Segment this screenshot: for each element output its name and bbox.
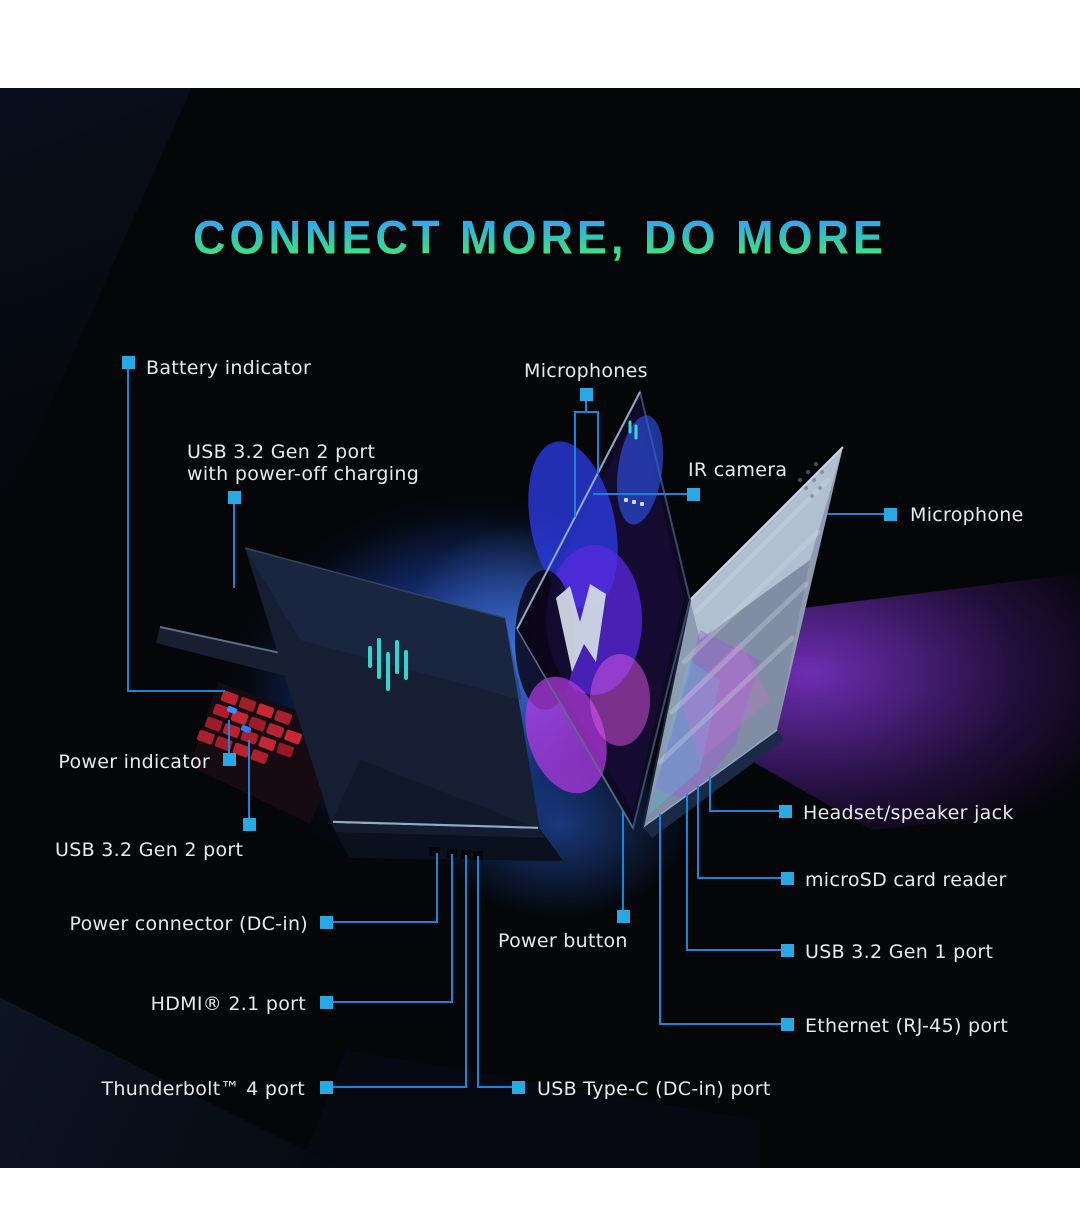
callout-connectors: [127, 369, 884, 1088]
label-battery-indicator: Battery indicator: [146, 357, 312, 379]
connector-ethernet: [659, 814, 781, 1025]
label-power-indicator: Power indicator: [58, 751, 210, 773]
label-usb2-charging: USB 3.2 Gen 2 port with power-off chargi…: [187, 441, 420, 485]
connector-microsd: [697, 786, 781, 879]
label-usb-c: USB Type-C (DC-in) port: [537, 1078, 771, 1100]
callout-marker-microphones: [580, 388, 593, 401]
keyboard-rows: [657, 477, 831, 765]
label-thunderbolt: Thunderbolt™ 4 port: [101, 1078, 305, 1100]
connector-usb1: [686, 794, 781, 951]
callout-marker-usb1: [781, 944, 794, 957]
rgb-keyboard: [196, 690, 302, 764]
screen-logo-icon: [628, 420, 638, 440]
label-hdmi: HDMI® 2.1 port: [150, 993, 306, 1015]
rear-port-slots: [429, 847, 483, 860]
page-title: CONNECT MORE, DO MORE: [192, 210, 887, 265]
label-power-button: Power button: [498, 930, 628, 952]
label-microphones: Microphones: [524, 360, 648, 382]
label-microphone: Microphone: [910, 504, 1024, 526]
label-ethernet: Ethernet (RJ-45) port: [805, 1015, 1009, 1037]
label-power-connector: Power connector (DC-in): [69, 913, 308, 935]
connector-power-connector: [333, 853, 438, 923]
speaker-grille: [797, 461, 825, 499]
laptop-right-open: [515, 389, 844, 838]
laptop-left-rear: [156, 547, 563, 861]
label-microsd: microSD card reader: [805, 869, 1007, 891]
callout-marker-power-button: [617, 910, 630, 923]
callout-marker-thunderbolt: [320, 1081, 333, 1094]
connector-battery: [127, 369, 225, 692]
callout-marker-headset: [779, 805, 792, 818]
connector-microphones-bracket: [574, 411, 599, 517]
side-usb-ports: [226, 705, 252, 734]
callout-marker-usb-c: [512, 1081, 525, 1094]
callout-marker-power-connector: [320, 916, 333, 929]
callout-marker-hdmi: [320, 996, 333, 1009]
connector-thunderbolt: [333, 855, 467, 1088]
connector-hdmi: [333, 854, 453, 1003]
label-usb1: USB 3.2 Gen 1 port: [805, 941, 994, 963]
callout-marker-ethernet: [781, 1018, 794, 1031]
callout-marker-battery: [122, 356, 135, 369]
callout-marker-power-indicator: [223, 753, 236, 766]
predator-logo-icon: [368, 638, 408, 691]
label-ir-camera: IR camera: [688, 459, 788, 481]
label-usb2-left: USB 3.2 Gen 2 port: [55, 839, 244, 861]
screen-emblem: [556, 584, 606, 672]
callout-marker-usb2-charging: [228, 491, 241, 504]
callout-marker-microphone: [884, 508, 897, 521]
callout-marker-ir-camera: [687, 488, 700, 501]
connector-headset: [709, 776, 779, 812]
connector-usb-c: [477, 856, 512, 1088]
label-headset: Headset/speaker jack: [803, 802, 1014, 824]
callout-marker-usb2-left: [243, 818, 256, 831]
callout-marker-microsd: [781, 872, 794, 885]
ir-camera-dots: [624, 498, 644, 506]
